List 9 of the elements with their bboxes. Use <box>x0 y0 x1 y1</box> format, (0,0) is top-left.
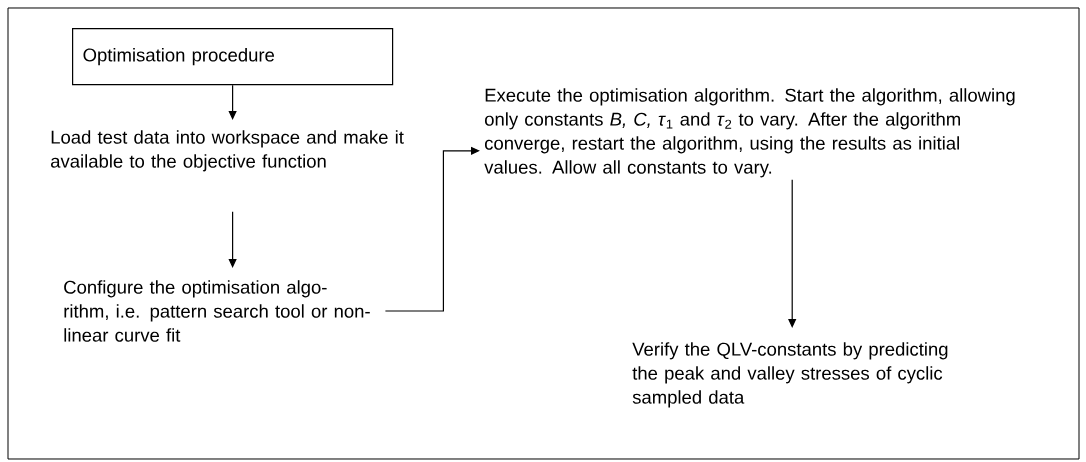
step-text: Verify the QLV-constants by predicting the peak and valley stresses of cyclic sampled data <box>632 342 948 408</box>
arrow <box>384 146 480 312</box>
step-text: Configure the optimisation algo- rithm, i.e. pattern search tool or non-linear curve fit <box>64 280 370 342</box>
title-box: Optimisation procedure <box>72 28 394 86</box>
step-text: Load test data into workspace and make it available to the objective function <box>51 130 404 172</box>
arrow <box>228 211 237 268</box>
arrow <box>788 179 797 328</box>
arrow <box>228 84 237 120</box>
step-text: Execute the optimisation algorithm. Start the algorithm, allowing only constants B, C, τ$_{1}$ and τ$_{2}$ to vary. After the algorithm converge, restart the algorithm, using the results as initial values. Allow all constants to vary. <box>484 88 1015 178</box>
